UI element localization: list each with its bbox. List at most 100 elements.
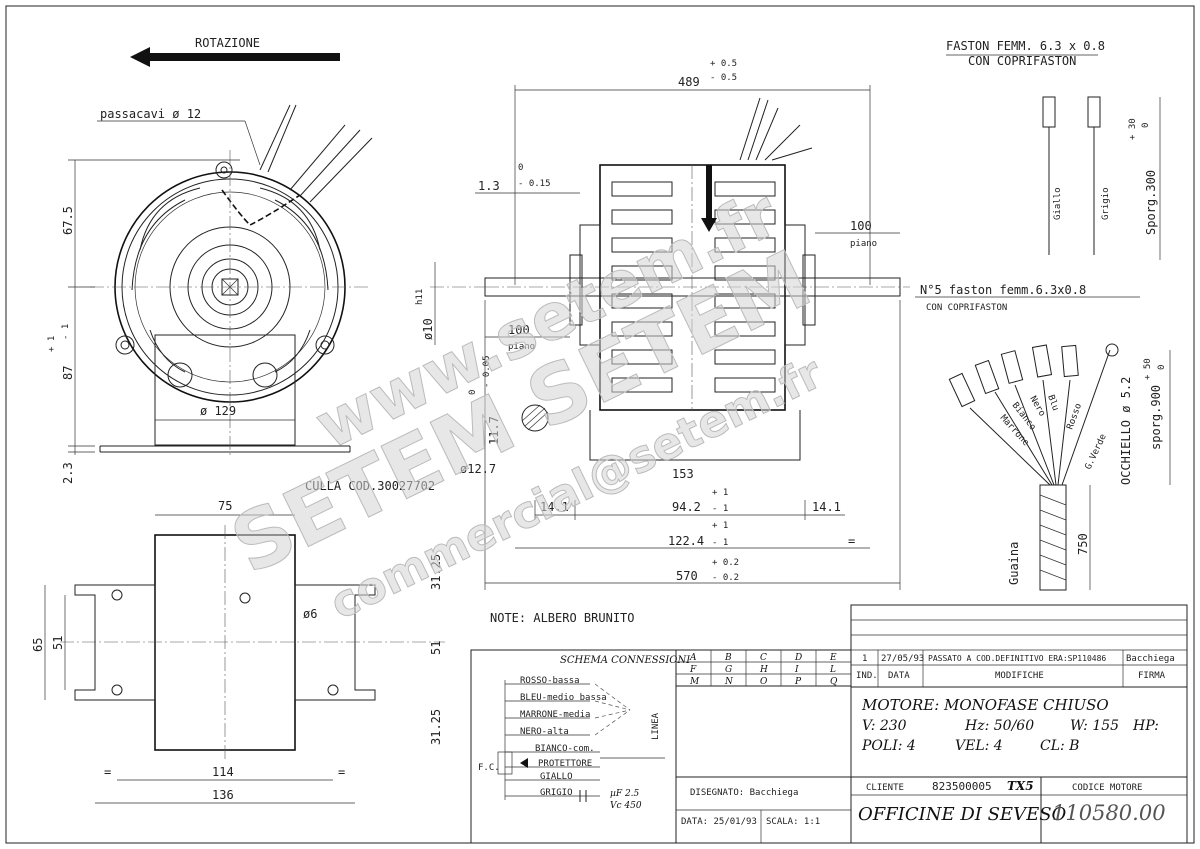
hz: Hz: 50/60 [964,718,1034,734]
schema-title: SCHEMA CONNESSIONI [560,655,691,666]
dim-11-7-tol-minus: - 0.05 [482,355,492,388]
company-name: OFFICINE DI SEVESO [858,804,1067,825]
dim-31-25-bottom: 31.25 [429,709,443,745]
direction-arrow-icon [701,165,717,232]
dim-1-3-tol-minus: - 0.15 [518,179,551,189]
grid-letter-h: H [759,665,768,675]
dim-87-tol-minus: - 1 [61,324,71,340]
schema-label-nero: NERO-alta [520,727,569,737]
dim-51-left: 51 [51,636,65,650]
dim-14-1-left: 14.1 [540,500,569,514]
volt: V: 230 [862,718,907,734]
dim-489-tol-minus: - 0.5 [710,73,737,83]
cradle-code: CULLA COD.30027702 [305,479,435,493]
dim-11-7-tol-plus: 0 [468,390,478,395]
sheath-label: Guaina [1007,542,1021,585]
watt: W: 155 [1070,718,1119,734]
faston-note: N°5 faston femm.6.3x0.8 [920,283,1086,297]
rev-header-date: DATA [888,671,910,681]
dim-489: 489 [678,75,700,89]
grid-letter-c: C [760,653,767,663]
connection-schema: SCHEMA CONNESSIONI ROSSO-bassa BLEU-medi… [470,649,691,844]
terminals-view: FASTON FEMM. 6.3 x 0.8 CON COPRIFASTON G… [915,39,1171,591]
grid-letter-n: N [724,677,734,687]
schema-fc-label: F.C. [478,763,500,773]
grid-letter-i: I [794,665,799,675]
sporg-300-tol-minus: 0 [1141,123,1151,128]
schema-label-protettore: PROTETTORE [538,759,592,769]
cradle-view: 75 31.25 31.25 51 65 51 ø6 114 = = 136 C… [31,479,445,804]
motor-code-label: CODICE MOTORE [1072,783,1142,793]
wire-label-nero: Nero [1027,395,1047,419]
cradle-equal-right: = [338,765,345,779]
speed: VEL: 4 [955,738,1003,754]
dim-65: 65 [31,638,45,652]
dim-1-3-tol-plus: 0 [518,163,523,173]
faston-cover: CON COPRIFASTON [968,54,1076,68]
rev-ind: 1 [862,654,867,664]
schema-label-giallo: GIALLO [540,772,573,782]
flat-left-label: piano [508,342,535,352]
dim-122-4: 122.4 [668,534,704,548]
rev-change: PASSATO A COD.DEFINITIVO ERA:SP110486 [928,654,1106,663]
schema-label-bianco: BIANCO-com. [535,744,595,754]
dim-100-right: 100 [850,219,872,233]
flat-right-label: piano [850,239,877,249]
class: CL: B [1040,738,1079,754]
dim-94-2-tol-plus: + 1 [712,488,728,498]
drawing-date: DATA: 25/01/93 [681,817,757,827]
schema-line-label: LINEA [651,712,661,740]
motor-code: 110580.00 [1052,801,1166,825]
grid-letter-b: B [724,653,732,663]
dim-11-7: 11.7 [487,416,501,445]
rev-header-changes: MODIFICHE [995,671,1044,681]
dim-570-tol-plus: + 0.2 [712,558,739,568]
dim-14-1-right: 14.1 [812,500,841,514]
rotation-label: ROTAZIONE [195,36,260,50]
side-view: 489 + 0.5 - 0.5 1.3 0 - 0.15 100 piano 1… [415,59,910,590]
sporg-300: Sporg.300 [1144,170,1158,235]
poles: POLI: 4 [861,738,916,754]
grid-letter-p: P [794,677,802,687]
dim-750: 750 [1076,533,1090,555]
grid-letter-e: E [829,653,837,663]
rev-sign: Bacchiega [1126,654,1175,664]
dim-75: 75 [218,499,232,513]
schema-label-grigio: GRIGIO [540,788,573,798]
grid-letter-g: G [725,665,732,675]
dim-129: ø 129 [200,404,236,418]
dim-1-3: 1.3 [478,179,500,193]
sporg-900: sporg.900 [1149,385,1163,450]
grid-letter-a: A [689,653,697,663]
sporg-900-tol-plus: + 50 [1143,358,1153,380]
dim-87-tol-plus: + 1 [47,336,57,352]
wire-label-gverde: G.Verde [1084,433,1109,472]
dim-31-25-top: 31.25 [429,554,443,590]
shaft-dia: ø10 [421,318,435,340]
client-code: 823500005 [932,780,992,793]
rotation-indicator: ROTAZIONE [130,36,340,67]
schema-label-rosso: ROSSO-bassa [520,676,580,686]
wire-label-rosso: Rosso [1065,402,1084,431]
dim-94-2: 94.2 [672,500,701,514]
wire-label-blu: Blu [1045,394,1060,413]
eyelet-label: OCCHIELLO ø 5.2 [1119,377,1133,485]
sporg-900-tol-minus: 0 [1157,365,1167,370]
dim-122-4-tol-minus: - 1 [712,538,728,548]
grid-letter-l: L [829,665,836,675]
grid-letter-m: M [689,677,700,687]
cap-value: µF 2.5 [610,789,640,799]
dim-12-7: ø12.7 [460,462,496,476]
dim-100-left: 100 [508,323,530,337]
protector-diode-icon [520,758,528,768]
grid-letter-q: Q [830,677,838,687]
cradle-equal-left: = [104,765,111,779]
wire-grey: Grigio [1101,187,1111,220]
rev-date: 27/05/93 [881,654,924,664]
dim-489-tol-plus: + 0.5 [710,59,737,69]
dim-67-5: 67.5 [61,206,75,235]
wire-yellow: Giallo [1053,187,1063,220]
